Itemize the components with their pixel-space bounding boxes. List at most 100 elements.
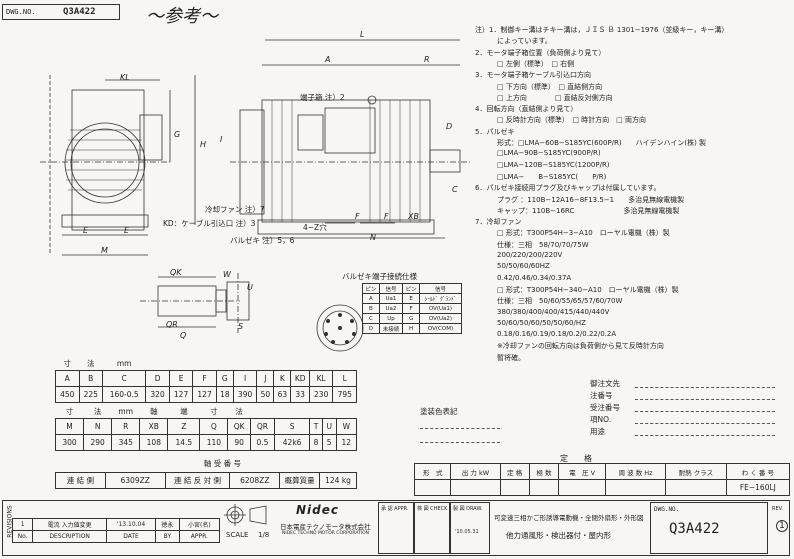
note-line: 50/50/60/60HZ <box>497 262 550 271</box>
rating-header-cell: 耐熱 クラス <box>665 463 727 480</box>
approval-row-label: 用途 <box>590 427 605 436</box>
label-m: M <box>101 246 108 255</box>
dim-values-cell: 450 <box>55 385 80 403</box>
plug-table-cell: ｼｰﾙﾄﾞ ｸﾞﾗﾝﾄﾞ <box>418 293 463 304</box>
dim-values-cell: 108 <box>139 433 169 451</box>
note-line: キャップ：110B−16RC 多治見無線電機製 <box>497 206 680 215</box>
plug-table-cell: Ua1 <box>378 293 404 304</box>
label-plug: バルゼキ 注）5，6 <box>230 236 295 245</box>
front-view-fins <box>66 129 144 191</box>
dim-header-cell: S <box>274 417 311 435</box>
note-line: 6．パルゼキ接続用プラグ及びキャップは付属しています。 <box>475 184 661 193</box>
dim-header-cell: D <box>145 369 170 387</box>
dim-values-cell: 127 <box>192 385 217 403</box>
label-qr: QR <box>166 320 178 329</box>
bearing-opp-value: 6208ZZ <box>229 471 281 489</box>
dim-values-cell: 0.5 <box>249 433 276 451</box>
dim-header-cell: L <box>332 369 357 387</box>
product-line-2: 他力通風形・検出器付・屋内形 <box>506 531 611 540</box>
approval-row-line <box>635 411 775 412</box>
plug-table-cell: OV(Ua2) <box>418 313 463 324</box>
dim-values-cell: 160-0.5 <box>101 385 147 403</box>
label-g: G <box>174 130 181 139</box>
label-q: Q <box>180 331 187 340</box>
approval-row-line <box>635 435 775 436</box>
note-line: 3．モータ端子箱ケーブル引込口方向 <box>475 71 592 80</box>
dim-values-cell: 50 <box>256 385 275 403</box>
note-line: ※冷却ファンの回転方向は負荷側から見て反時計方向 <box>497 342 664 351</box>
label-s: S <box>238 322 244 331</box>
rating-value-cell <box>450 479 501 496</box>
dim-header-cell: XB <box>139 417 169 435</box>
note-line: プラグ ：110B−12A16−8F13.5−1 多治見無線電機製 <box>497 195 685 204</box>
plug-table-cell: OV(Ua1) <box>418 303 463 314</box>
footer-dwg-label: DWG.NO. <box>654 506 680 513</box>
rating-header-cell: わ く 番 号 <box>725 463 791 480</box>
dim-table-title: mm <box>118 407 134 417</box>
dim-table-title: mm <box>116 359 132 369</box>
label-d: D <box>446 122 453 131</box>
dim-header-cell: J <box>256 369 275 387</box>
approval-row-line <box>635 399 775 400</box>
rating-header-cell: 極 数 <box>528 463 560 480</box>
revision-cell: 徳永 <box>155 518 180 531</box>
dim-values-cell: 127 <box>168 385 194 403</box>
note-line: □ 形式：T300P54H−340−A10 ローヤル電機（株）製 <box>497 285 679 294</box>
draw-date-stamp: '10.05.31 <box>455 529 479 535</box>
note-line: □ 下方向（標準） □ 直結側方向 <box>497 82 603 91</box>
dim-header-cell: K <box>273 369 292 387</box>
plug-table-cell: 信号 <box>418 283 463 294</box>
dim-header-cell: M <box>54 417 85 435</box>
dim-header-cell: Q <box>199 417 229 435</box>
label-w: W <box>223 270 231 279</box>
dim-values-cell: 12 <box>335 433 358 451</box>
note-line: 2．モータ端子箱位置（負荷側より見て） <box>475 48 606 57</box>
bearing-title: 軸 受 番 号 <box>203 459 241 469</box>
note-line: によっています。 <box>497 37 552 46</box>
dim-header-cell: KD <box>290 369 310 387</box>
dim-header-cell: U <box>321 417 337 435</box>
dim-header-cell: QK <box>227 417 251 435</box>
plug-table-cell: E <box>402 293 420 304</box>
approval-row-label: 御注文先 <box>590 379 620 388</box>
label-e-left: E <box>83 226 89 235</box>
footer-dwg-number: Q3A422 <box>669 521 720 537</box>
rating-header-cell: 定 格 <box>499 463 530 480</box>
rev-no-label: REV. <box>772 506 783 512</box>
dim-values-cell: 5 <box>321 433 337 451</box>
front-view-terminal-box <box>139 114 163 161</box>
dwg-header-number: Q3A422 <box>63 7 96 17</box>
note-line: 380/380/400/400/415/440/440V <box>497 307 610 316</box>
revision-cell: BY <box>155 530 180 543</box>
approval-row-line <box>635 423 775 424</box>
bearing-table: 軸 受 番 号 連 結 側 6309ZZ 連 結 反 対 側 6208ZZ 概算… <box>55 456 357 489</box>
check-stamp-cell: 検 図 CHECK <box>414 502 450 554</box>
plug-table-cell: A <box>362 293 380 304</box>
label-i: I <box>220 135 223 144</box>
label-e-right: E <box>124 226 130 235</box>
revision-cell: '13.10.04 <box>105 518 157 531</box>
label-f-right: F <box>384 212 389 221</box>
dim-values-cell: 8 <box>309 433 323 451</box>
revision-cell: 1 <box>11 518 34 531</box>
dim-values-cell: 63 <box>273 385 292 403</box>
dim-values-cell: 90 <box>227 433 251 451</box>
revision-cell: 電流 入力値変更 <box>32 518 107 531</box>
plug-table-cell: B <box>362 303 380 314</box>
note-line: 7．冷却ファン <box>475 218 522 227</box>
note-line: 5．パルゼキ <box>475 127 515 136</box>
note-line: 0.18/0.16/0.19/0.18/0.2/0.22/0.2A <box>497 330 617 339</box>
dim-header-cell: E <box>168 369 194 387</box>
label-h: H <box>200 140 207 149</box>
dim-table-title: 法 <box>235 407 243 417</box>
dim-values-cell: 42k6 <box>274 433 311 451</box>
label-terminal-box: 端子箱 注）2 <box>300 93 345 102</box>
paint-line-2 <box>420 442 500 443</box>
dwg-header-label: DWG.NO. <box>6 8 36 16</box>
side-view-base <box>257 219 435 235</box>
side-view-fins <box>271 100 421 222</box>
note-line: 0.42/0.46/0.34/0.37A <box>497 273 572 282</box>
bearing-mass-value: 124 kg <box>319 471 357 489</box>
note-line: 暫将確。 <box>497 353 525 362</box>
